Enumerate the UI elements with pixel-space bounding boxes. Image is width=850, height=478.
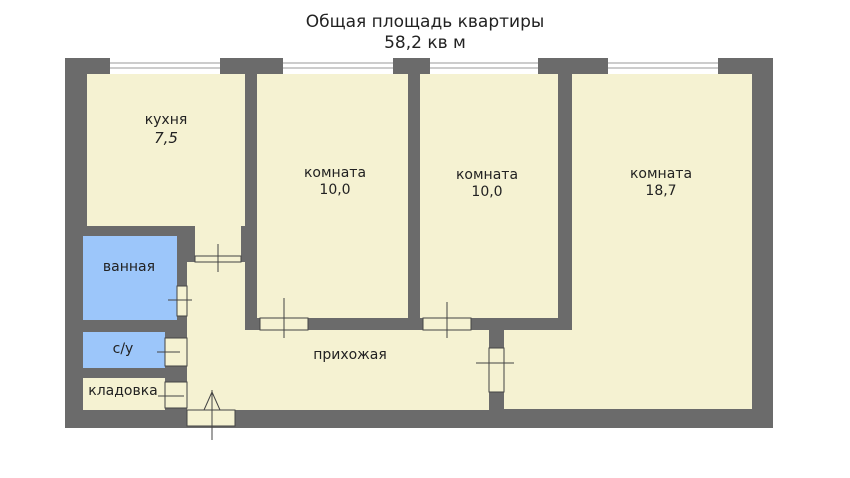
- kitchen-label: кухня: [145, 112, 188, 128]
- room3-floor-ext: [504, 330, 574, 409]
- storage-floor: [83, 378, 165, 410]
- storage-label: кладовка: [88, 383, 158, 399]
- bath-label: ванная: [103, 259, 155, 275]
- windows: [110, 58, 718, 74]
- room3-label: комната: [630, 166, 692, 182]
- room2-area: 10,0: [471, 184, 502, 200]
- hall-floor-main: [187, 330, 489, 410]
- bath-floor: [83, 236, 177, 320]
- kitchen-floor: [87, 74, 245, 226]
- kitchen-area: 7,5: [154, 129, 178, 147]
- doors: [157, 244, 514, 440]
- room2-label: комната: [456, 167, 518, 183]
- room3-area: 18,7: [645, 183, 676, 199]
- wc-label: с/у: [113, 341, 134, 357]
- room3-floor: [572, 74, 752, 409]
- plan-total-area: 58,2 кв м: [384, 33, 466, 53]
- room1-floor: [257, 74, 408, 318]
- wc-floor: [83, 332, 165, 368]
- plan-title: Общая площадь квартиры: [305, 12, 545, 32]
- room2-floor: [420, 74, 558, 318]
- hall-label: прихожая: [313, 347, 387, 363]
- room1-area: 10,0: [319, 182, 350, 198]
- room1-label: комната: [304, 165, 366, 181]
